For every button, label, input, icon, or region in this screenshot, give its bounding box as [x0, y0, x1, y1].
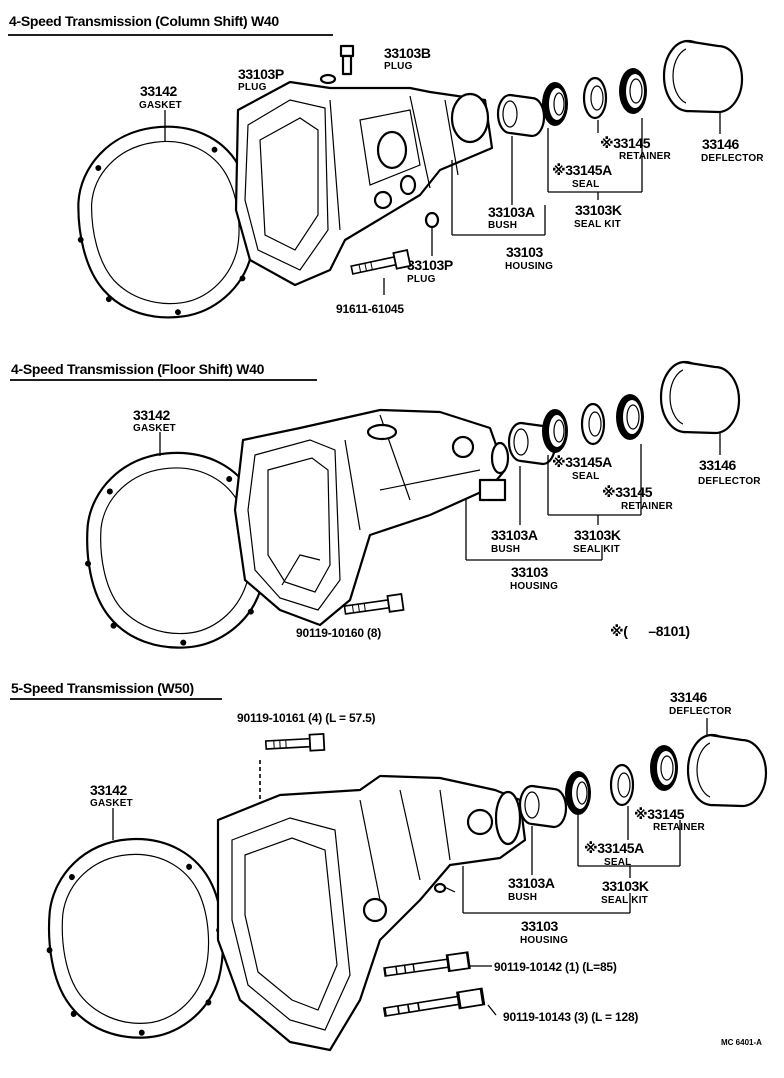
bolt-part-number: 90119-10160 (8)	[296, 626, 381, 640]
housing-label: HOUSING	[505, 261, 553, 272]
seal-part-number: ※33145A	[552, 454, 612, 470]
seal-kit-part-number: 33103K	[602, 878, 649, 894]
seal-kit-label: SEAL KIT	[574, 219, 621, 230]
gasket-label: GASKET	[90, 798, 133, 809]
gasket-part-number: 33142	[140, 83, 178, 99]
leader-line	[487, 1004, 497, 1016]
seal-kit-label: SEAL KIT	[573, 544, 620, 555]
housing-label: HOUSING	[520, 935, 568, 946]
section-5-speed: 5-Speed Transmission (W50) 33142 GASKET …	[10, 680, 768, 1052]
retainer-part	[580, 402, 606, 446]
section-floor-shift: 4-Speed Transmission (Floor Shift) W40 3…	[10, 360, 761, 657]
deflector-label: DEFLECTOR	[701, 153, 764, 164]
retainer-part-number: ※33145	[634, 806, 685, 822]
gasket-label: GASKET	[139, 100, 182, 111]
retainer-outer-part	[615, 393, 645, 441]
plug-bottom-part-number: 33103P	[407, 257, 453, 273]
deflector-part-number: 33146	[699, 457, 737, 473]
retainer-label: RETAINER	[619, 151, 672, 162]
seal-part-number: ※33145A	[584, 840, 644, 856]
section-column-shift: 4-Speed Transmission (Column Shift) W40 …	[8, 13, 764, 331]
leader-lines	[462, 718, 708, 914]
housing-label: HOUSING	[510, 581, 558, 592]
bolt-bottom-part-number: 90119-10143 (3) (L = 128)	[503, 1010, 638, 1024]
figure-code: MC 6401-A	[721, 1038, 762, 1047]
housing-part-number: 33103	[511, 564, 549, 580]
retainer-outer-part	[649, 744, 679, 792]
bush-label: BUSH	[508, 892, 537, 903]
plug-bottom-label: PLUG	[407, 274, 436, 285]
housing-part	[234, 80, 494, 287]
retainer-label: RETAINER	[653, 822, 706, 833]
retainer-part-number: ※33145	[602, 484, 653, 500]
plug-bottom-part	[424, 211, 440, 229]
section-title: 5-Speed Transmission (W50)	[11, 680, 194, 696]
housing-part	[233, 408, 510, 627]
seal-label: SEAL	[604, 857, 631, 868]
retainer-part	[609, 763, 635, 807]
bush-part-number: 33103A	[491, 527, 538, 543]
plug-left-part-number: 33103P	[238, 66, 284, 82]
plug-left-part	[319, 73, 337, 85]
deflector-part-number: 33146	[702, 136, 740, 152]
seal-label: SEAL	[572, 179, 599, 190]
gasket-part	[38, 832, 231, 1046]
seal-label: SEAL	[572, 471, 599, 482]
deflector-label: DEFLECTOR	[698, 476, 761, 487]
retainer-label: RETAINER	[621, 501, 674, 512]
housing-part	[216, 774, 527, 1052]
housing-part-number: 33103	[521, 918, 559, 934]
retainer-outer-part	[618, 67, 648, 115]
seal-kit-part-number: 33103K	[575, 202, 622, 218]
housing-part-number: 33103	[506, 244, 544, 260]
seal-part	[541, 81, 569, 127]
section-title: 4-Speed Transmission (Column Shift) W40	[9, 13, 279, 29]
gasket-label: GASKET	[133, 423, 176, 434]
bush-label: BUSH	[488, 220, 517, 231]
deflector-part	[662, 39, 744, 114]
plug-left-label: PLUG	[238, 82, 267, 93]
bolt-mid-part-number: 90119-10142 (1) (L=85)	[494, 960, 617, 974]
bush-part	[518, 784, 568, 829]
gasket-part-number: 33142	[133, 407, 171, 423]
deflector-part	[659, 360, 741, 435]
deflector-part-number: 33146	[670, 689, 708, 705]
retainer-part-number: ※33145	[600, 135, 651, 151]
bolt-part	[349, 249, 412, 279]
seal-kit-part-number: 33103K	[574, 527, 621, 543]
seal-part-number: ※33145A	[552, 162, 612, 178]
bush-part-number: 33103A	[508, 875, 555, 891]
seal-part	[564, 770, 592, 816]
applicability-note: ※( –8101)	[610, 623, 690, 639]
bolt-top-part-number: 90119-10161 (4) (L = 57.5)	[237, 711, 376, 725]
retainer-part	[582, 76, 608, 120]
bush-part	[496, 93, 546, 138]
plug-top-part	[339, 44, 355, 76]
deflector-label: DEFLECTOR	[669, 706, 732, 717]
gasket-part-number: 33142	[90, 782, 128, 798]
plug-top-label: PLUG	[384, 61, 413, 72]
deflector-part	[686, 733, 768, 808]
seal-kit-label: SEAL KIT	[601, 895, 648, 906]
leader-lines	[465, 432, 721, 561]
leader-lines	[451, 112, 721, 236]
gasket-part	[62, 114, 267, 331]
section-title: 4-Speed Transmission (Floor Shift) W40	[11, 361, 265, 377]
bolt-part	[264, 733, 326, 754]
bolt-part	[342, 593, 405, 619]
bolt-part-number: 91611-61045	[336, 302, 404, 316]
seal-part	[541, 408, 569, 454]
bush-label: BUSH	[491, 544, 520, 555]
bolt-part	[382, 987, 486, 1022]
bush-part-number: 33103A	[488, 204, 535, 220]
plug-top-part-number: 33103B	[384, 45, 431, 61]
bolt-part	[382, 951, 471, 982]
